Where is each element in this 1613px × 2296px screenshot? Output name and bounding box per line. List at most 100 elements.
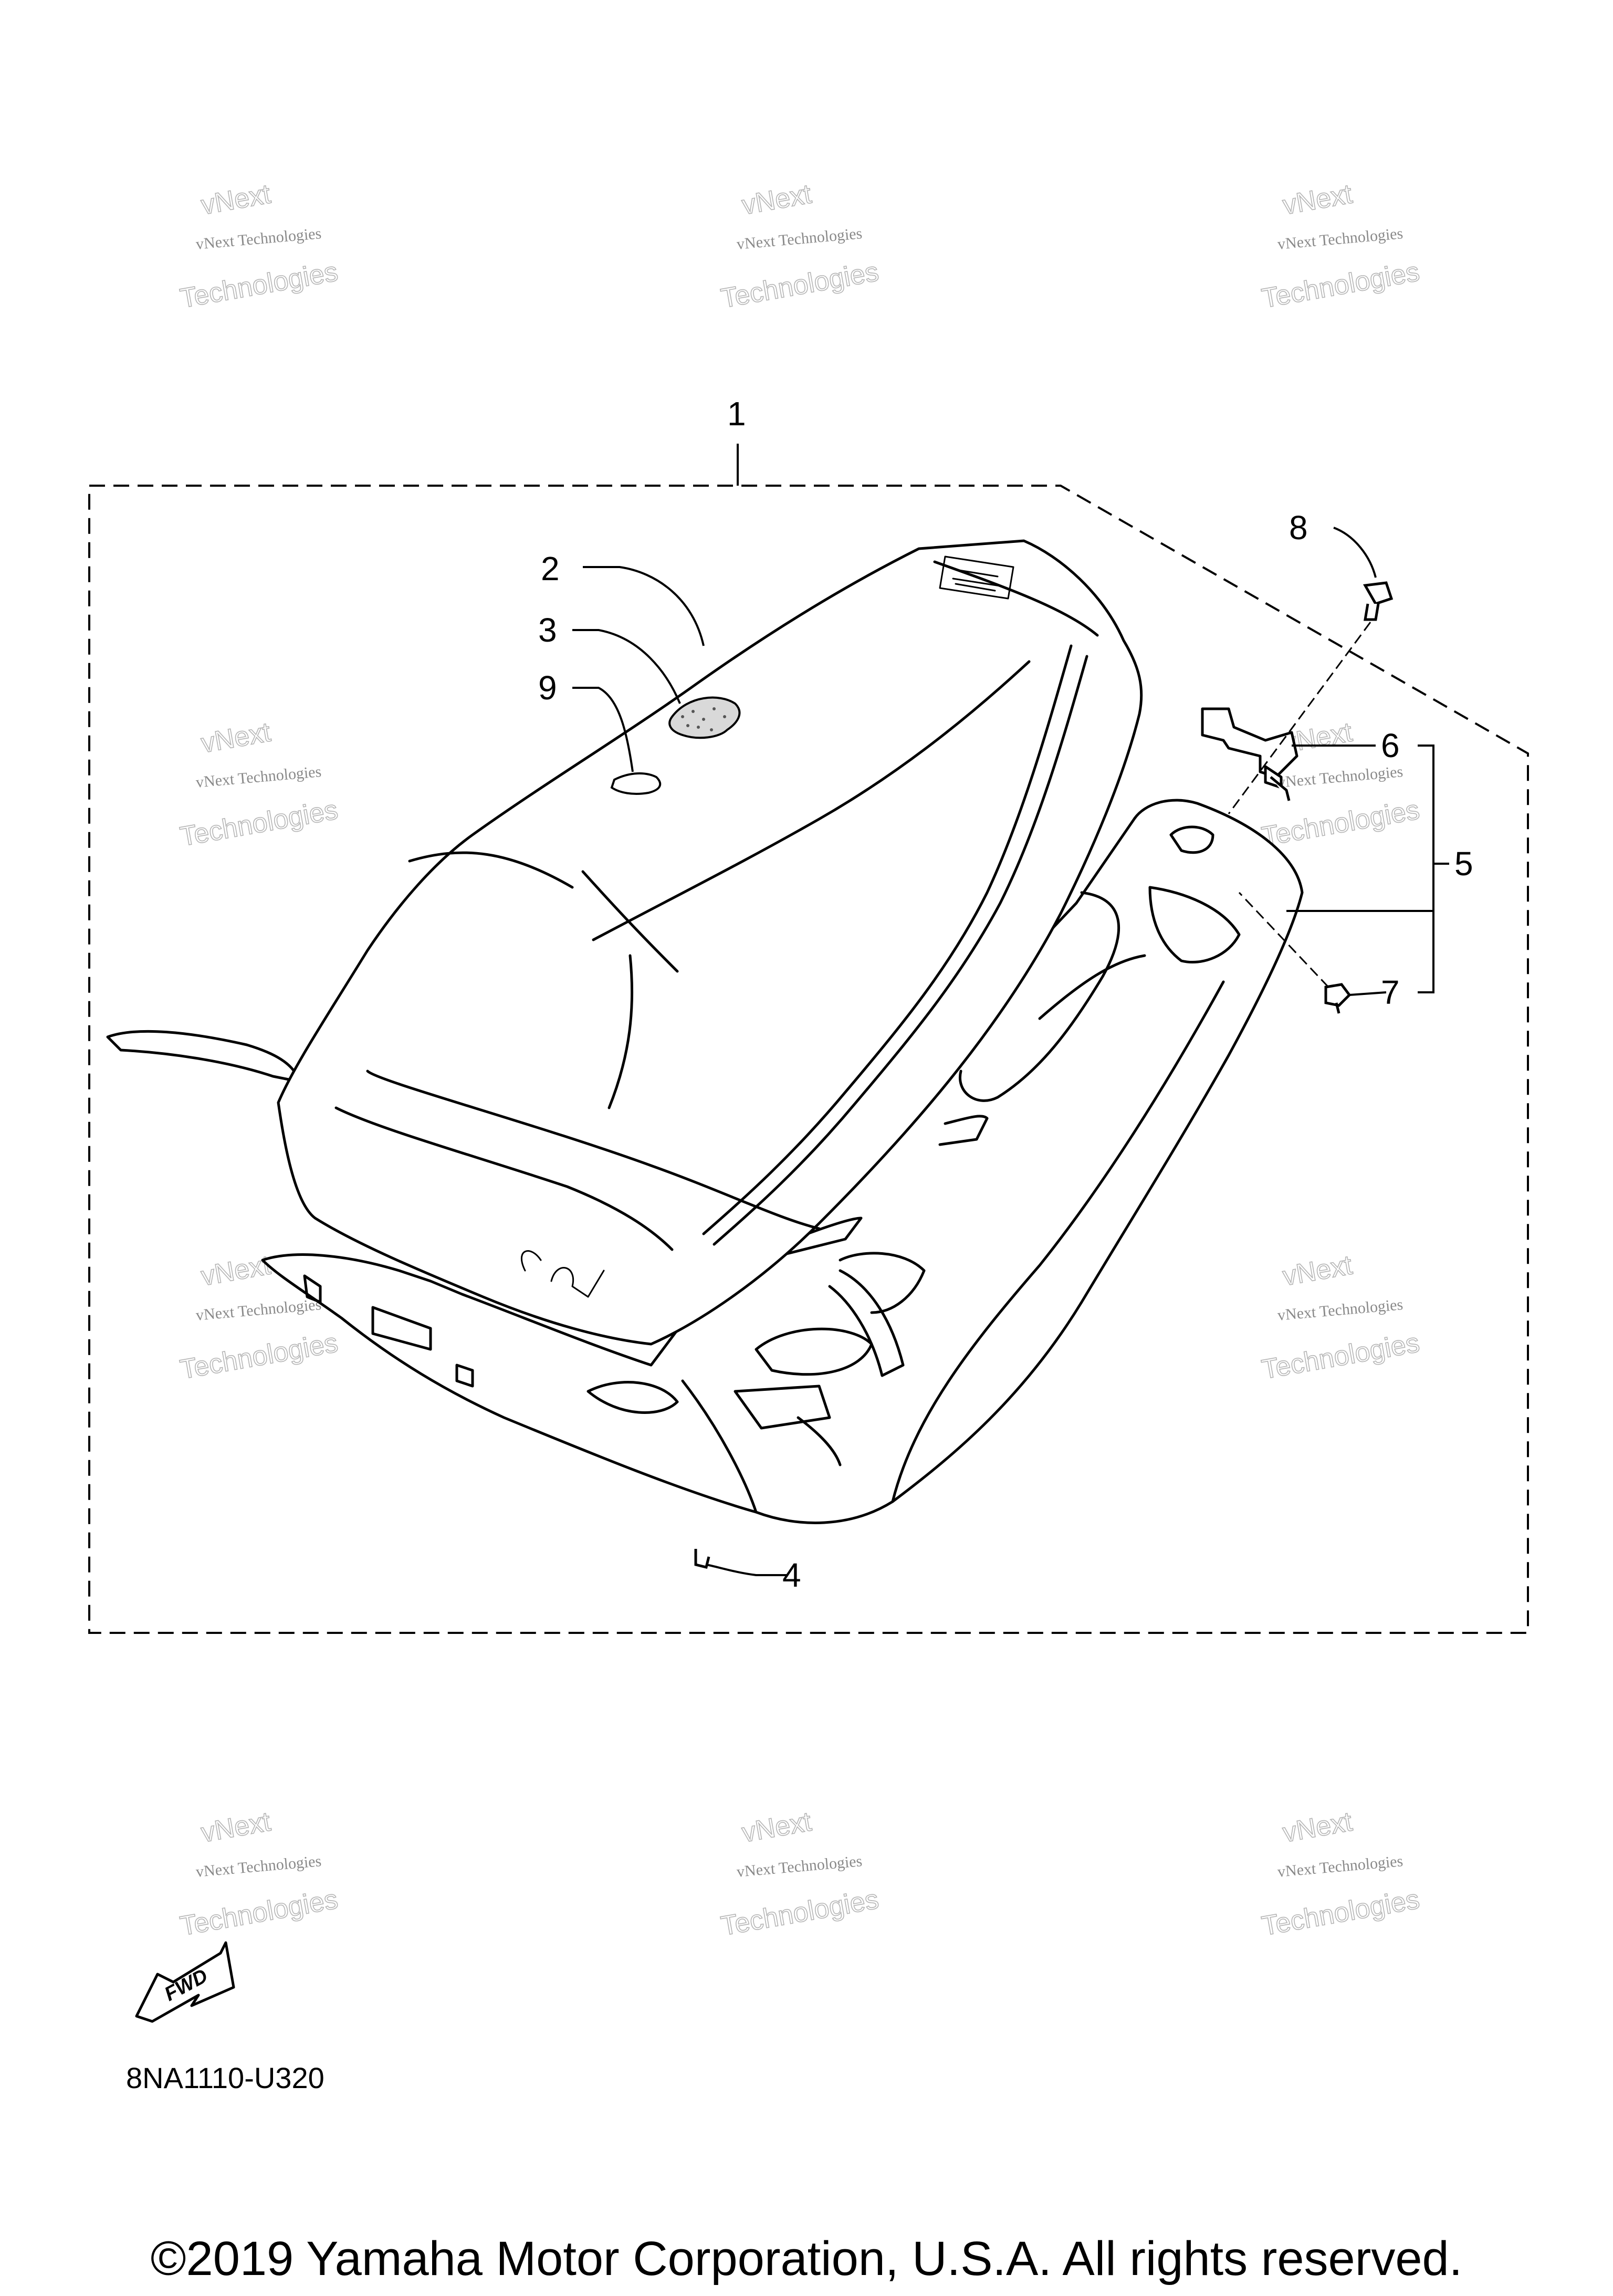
watermark: vNext vNext Technologies Technologies [1259, 1250, 1422, 1386]
watermark-big-top: vNext [199, 1250, 274, 1292]
watermark-big-bottom: Technologies [178, 256, 340, 314]
leader-4 [706, 1564, 788, 1576]
watermark-big-bottom: Technologies [178, 1327, 340, 1385]
watermark-small: vNext Technologies [1277, 763, 1404, 791]
pan-detail [734, 1385, 831, 1430]
watermark-big-bottom: Technologies [1260, 1327, 1422, 1385]
copyright: ©2019 Yamaha Motor Corporation, U.S.A. A… [150, 2232, 1463, 2285]
patch-part-9 [610, 772, 662, 795]
watermark-big-top: vNext [1281, 1250, 1355, 1292]
cover-seam [608, 954, 634, 1109]
watermark: vNext vNext Technologies Technologies [718, 1806, 882, 1942]
leader-lines [572, 444, 1449, 1576]
patch-part-3 [668, 696, 741, 739]
leader-2 [583, 566, 705, 646]
seat-cover [277, 539, 1143, 1346]
leader-7 [1349, 991, 1387, 996]
phantom-lines [1228, 622, 1371, 988]
watermark: vNext vNext Technologies Technologies [1259, 179, 1422, 314]
watermark-big-bottom: Technologies [719, 1884, 881, 1942]
callout-6: 6 [1381, 727, 1400, 764]
watermark-big-bottom: Technologies [1260, 1884, 1422, 1942]
pan-detail [828, 1269, 905, 1377]
caution-label [939, 555, 1014, 600]
caution-label-text [952, 569, 1001, 592]
cover-seam [713, 655, 1088, 1246]
watermark-small: vNext Technologies [1277, 1852, 1404, 1881]
watermark-big-top: vNext [1281, 179, 1355, 221]
leader-9 [572, 687, 634, 772]
grab-strap [106, 1030, 301, 1083]
watermark-big-bottom: Technologies [1260, 794, 1422, 852]
callout-3: 3 [538, 611, 557, 649]
patch-part-3-stipple [681, 707, 726, 731]
pan-hinge-tab [455, 1364, 474, 1388]
cover-seam [581, 870, 679, 973]
cover-seam [933, 560, 1099, 637]
fwd-arrow-icon [135, 1941, 235, 2023]
assembly-boundary [88, 485, 1529, 1634]
hinge-bracket-part-6 [1201, 707, 1298, 801]
phantom-bolt-axis [1228, 622, 1371, 814]
watermark-small: vNext Technologies [736, 225, 863, 253]
part-code: 8NA1110-U320 [126, 2061, 324, 2094]
cover-seam [702, 644, 1073, 1235]
pan-detail [891, 980, 1225, 1503]
clip-part-4 [694, 1549, 710, 1569]
watermark-small: vNext Technologies [736, 1852, 863, 1881]
watermark-small: vNext Technologies [195, 763, 322, 791]
watermark-small: vNext Technologies [1277, 1296, 1404, 1324]
watermark-big-bottom: Technologies [719, 256, 881, 314]
cover-seam [592, 660, 1031, 941]
watermark-big-top: vNext [740, 1806, 814, 1848]
watermark: vNext vNext Technologies Technologies [177, 179, 341, 314]
pan-detail [1169, 825, 1214, 854]
callout-9: 9 [538, 669, 557, 707]
callout-4: 4 [782, 1556, 801, 1594]
callout-1: 1 [727, 395, 746, 433]
watermark: vNext vNext Technologies Technologies [718, 179, 882, 314]
watermark-big-top: vNext [199, 179, 274, 221]
seat-base-pan [261, 799, 1304, 1524]
leader-8 [1333, 527, 1377, 578]
cover-seam [366, 1070, 821, 1230]
watermark-big-top: vNext [199, 1806, 274, 1848]
pan-hinge-tab [303, 1274, 322, 1304]
cover-seam [408, 851, 574, 889]
callout-7: 7 [1381, 973, 1400, 1011]
watermark-small: vNext Technologies [195, 225, 322, 253]
watermark: vNext vNext Technologies Technologies [177, 717, 341, 853]
watermark: vNext vNext Technologies Technologies [1259, 1806, 1422, 1942]
pan-detail [797, 1416, 842, 1466]
pan-detail [755, 1327, 873, 1376]
pan-detail [681, 1379, 758, 1514]
pan-hinge-tab [371, 1306, 432, 1351]
cover-seam [334, 1106, 674, 1251]
pan-detail [1038, 954, 1146, 1020]
phantom-nut-axis [1238, 892, 1329, 988]
watermark-small: vNext Technologies [195, 1296, 322, 1324]
fwd-arrow: FWD [135, 1941, 235, 2023]
watermark-small: vNext Technologies [195, 1852, 322, 1881]
pan-detail [959, 891, 1120, 1102]
callout-labels: 1 2 3 9 4 8 6 5 7 [538, 395, 1473, 1594]
watermark-big-bottom: Technologies [178, 1884, 340, 1942]
callout-8: 8 [1289, 509, 1308, 547]
watermark: vNext vNext Technologies Technologies [177, 1806, 341, 1942]
pan-detail [839, 1252, 926, 1314]
pan-detail [938, 1115, 989, 1146]
callout-5: 5 [1454, 845, 1473, 883]
bracket-5 [1418, 745, 1434, 993]
pan-detail [1148, 886, 1241, 964]
watermark-big-top: vNext [1281, 1806, 1355, 1848]
nut-part-7 [1324, 983, 1352, 1014]
watermark-small: vNext Technologies [1277, 225, 1404, 253]
leader-3 [572, 629, 681, 704]
watermark-big-bottom: Technologies [178, 794, 340, 852]
watermark-big-bottom: Technologies [1260, 256, 1422, 314]
pan-detail [586, 1381, 679, 1414]
watermark-big-top: vNext [740, 179, 814, 221]
seat-assembly [106, 539, 1304, 1524]
bolt-part-8 [1363, 581, 1394, 621]
